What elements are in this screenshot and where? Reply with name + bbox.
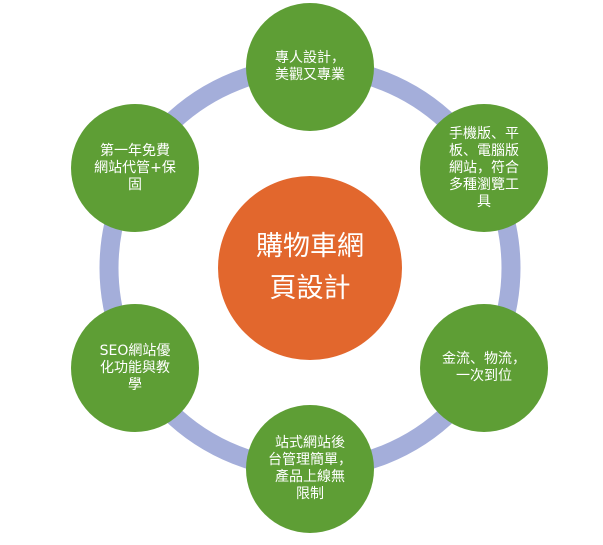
node-text: 板、電腦版 xyxy=(449,142,519,159)
node-text: 學 xyxy=(128,376,142,393)
node-text: 站式網站後 xyxy=(275,435,345,451)
node-text: 具 xyxy=(477,193,491,210)
node-text: 多種瀏覽工 xyxy=(449,176,519,193)
node-text: 網站代管+保 xyxy=(94,159,176,176)
node-text: 化功能與教 xyxy=(100,359,170,376)
node-text: 手機版、平 xyxy=(449,125,519,142)
center-text: 購物車網 xyxy=(256,231,364,262)
node-text: 固 xyxy=(128,176,142,193)
node-text: 網站，符合 xyxy=(449,159,519,176)
node-text: 第一年免費 xyxy=(100,142,170,159)
node-text: 金流、物流， xyxy=(442,351,526,367)
node-text: 一次到位 xyxy=(456,368,512,384)
node-hosting: 第一年免費 網站代管+保 固 xyxy=(71,104,199,232)
node-responsive: 手機版、平 板、電腦版 網站，符合 多種瀏覽工 具 xyxy=(420,104,548,232)
node-text: 限制 xyxy=(296,486,324,502)
center-node: 購物車網 頁設計 xyxy=(218,176,402,360)
node-text: 專人設計， xyxy=(275,50,345,66)
node-seo: SEO網站優 化功能與教 學 xyxy=(71,304,199,432)
node-text: 美觀又專業 xyxy=(275,67,345,83)
node-backend: 站式網站後 台管理簡單， 產品上線無 限制 xyxy=(246,405,374,533)
node-payment: 金流、物流， 一次到位 xyxy=(420,304,548,432)
node-text: SEO網站優 xyxy=(99,342,171,359)
node-text: 產品上線無 xyxy=(275,469,345,485)
node-text: 台管理簡單， xyxy=(268,452,352,468)
node-design: 專人設計， 美觀又專業 xyxy=(246,3,374,131)
center-text: 頁設計 xyxy=(269,273,351,304)
